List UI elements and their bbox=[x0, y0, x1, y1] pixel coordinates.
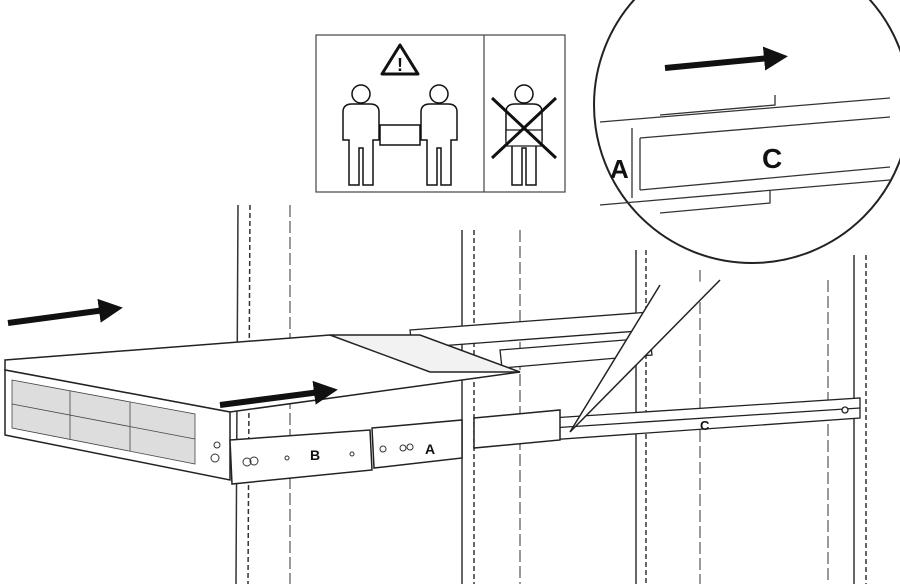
magnifier-callout: A C bbox=[569, 0, 900, 433]
no-single-person-lift-icon bbox=[490, 84, 558, 186]
zoom-label-a: A bbox=[610, 154, 629, 184]
two-person-lift-warning: ! bbox=[315, 34, 566, 193]
rack-post-front-right bbox=[461, 230, 521, 584]
slide-a bbox=[371, 419, 463, 469]
label-c: C bbox=[700, 418, 710, 433]
switch-chassis bbox=[4, 334, 561, 485]
rack-posts bbox=[235, 204, 867, 584]
push-arrows bbox=[7, 298, 338, 408]
two-person-lift-icon bbox=[342, 84, 458, 186]
label-a: A bbox=[425, 441, 435, 457]
slide-b bbox=[229, 429, 373, 485]
rail-c bbox=[519, 397, 861, 443]
arrow-right-icon bbox=[7, 298, 123, 326]
label-b: B bbox=[310, 447, 320, 463]
arrow-right-icon bbox=[219, 380, 338, 408]
zoom-label-c: C bbox=[762, 143, 782, 174]
warning-triangle-icon: ! bbox=[380, 43, 420, 76]
port-bank bbox=[11, 379, 196, 465]
arrow-right-icon bbox=[664, 46, 788, 71]
svg-text:!: ! bbox=[397, 55, 403, 75]
rack-post-rear-right bbox=[827, 255, 867, 584]
